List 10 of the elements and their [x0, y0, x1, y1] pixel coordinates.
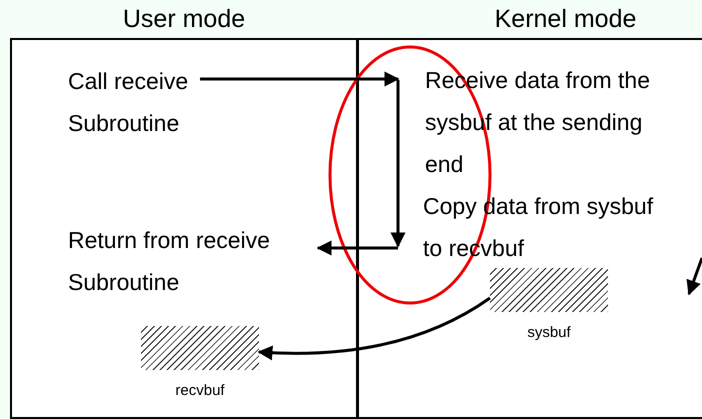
buffer-label: sysbuf — [526, 324, 572, 341]
step-text: Return from receive Subroutine — [68, 226, 271, 297]
arrow — [200, 72, 400, 86]
step-text: Call receive Subroutine — [68, 67, 190, 138]
arrow — [258, 296, 491, 360]
panel-heading: User mode — [122, 4, 246, 34]
arrow — [390, 80, 406, 248]
buffer-label: recvbuf — [174, 382, 226, 399]
arrow — [316, 240, 398, 256]
panel-heading: Kernel mode — [494, 4, 638, 34]
